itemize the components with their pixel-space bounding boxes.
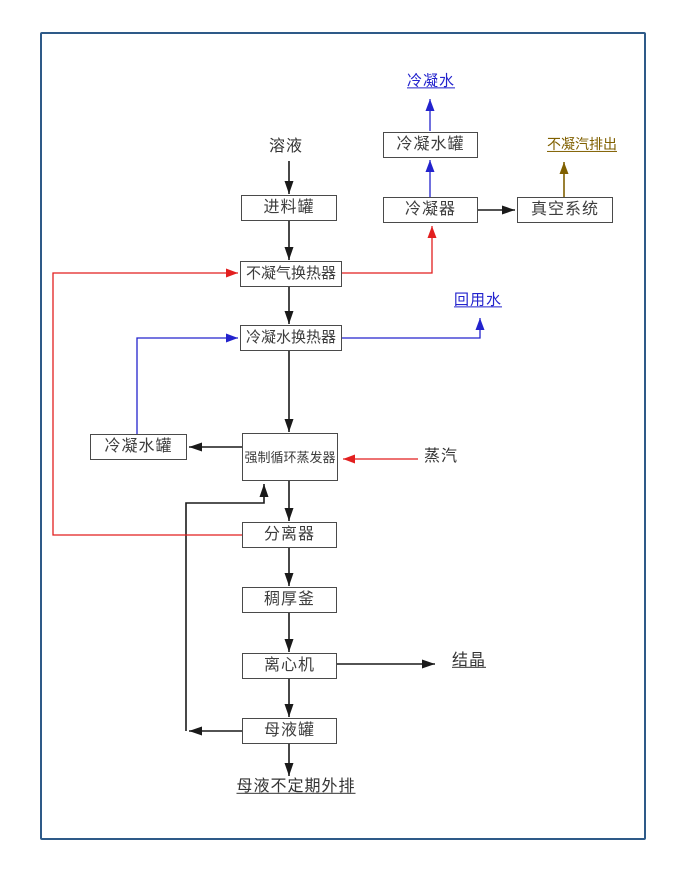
node-feed-tank: 进料罐 bbox=[241, 195, 337, 221]
label-reuse-water: 回用水 bbox=[453, 292, 503, 309]
label-ncg-discharge: 不凝汽排出 bbox=[547, 137, 617, 153]
node-vacuum-system: 真空系统 bbox=[517, 197, 613, 223]
label-crystal-out: 结晶 bbox=[451, 651, 487, 669]
node-separator: 分离器 bbox=[242, 522, 337, 548]
edge-separator-to-ncg-hx bbox=[52, 268, 242, 536]
label-condensate-out: 冷凝水 bbox=[406, 73, 456, 90]
node-mother-liquor-tank: 母液罐 bbox=[242, 718, 337, 744]
edge-mother-tank-recirc-riser bbox=[185, 484, 269, 731]
node-ncg-heat-exchanger: 不凝气换热器 bbox=[240, 261, 342, 287]
node-condensate-tank-left: 冷凝水罐 bbox=[90, 434, 187, 460]
label-solution-in: 溶液 bbox=[268, 137, 304, 155]
edge-cond-tank-left-to-cond-hx bbox=[136, 333, 238, 434]
node-condensate-tank-top: 冷凝水罐 bbox=[383, 132, 478, 158]
label-mother-liquor-discharge: 母液不定期外排 bbox=[236, 777, 356, 795]
label-steam-in: 蒸汽 bbox=[423, 447, 459, 465]
node-centrifuge: 离心机 bbox=[242, 653, 337, 679]
node-condensate-heat-exchanger: 冷凝水换热器 bbox=[240, 325, 342, 351]
node-thickener-kettle: 稠厚釜 bbox=[242, 587, 337, 613]
node-condenser: 冷凝器 bbox=[383, 197, 478, 223]
node-forced-circulation-evaporator: 强制循环蒸发器 bbox=[242, 433, 338, 481]
edge-cond-hx-to-reuse-water bbox=[341, 318, 485, 339]
edge-ncg-hx-to-condenser bbox=[341, 226, 437, 274]
